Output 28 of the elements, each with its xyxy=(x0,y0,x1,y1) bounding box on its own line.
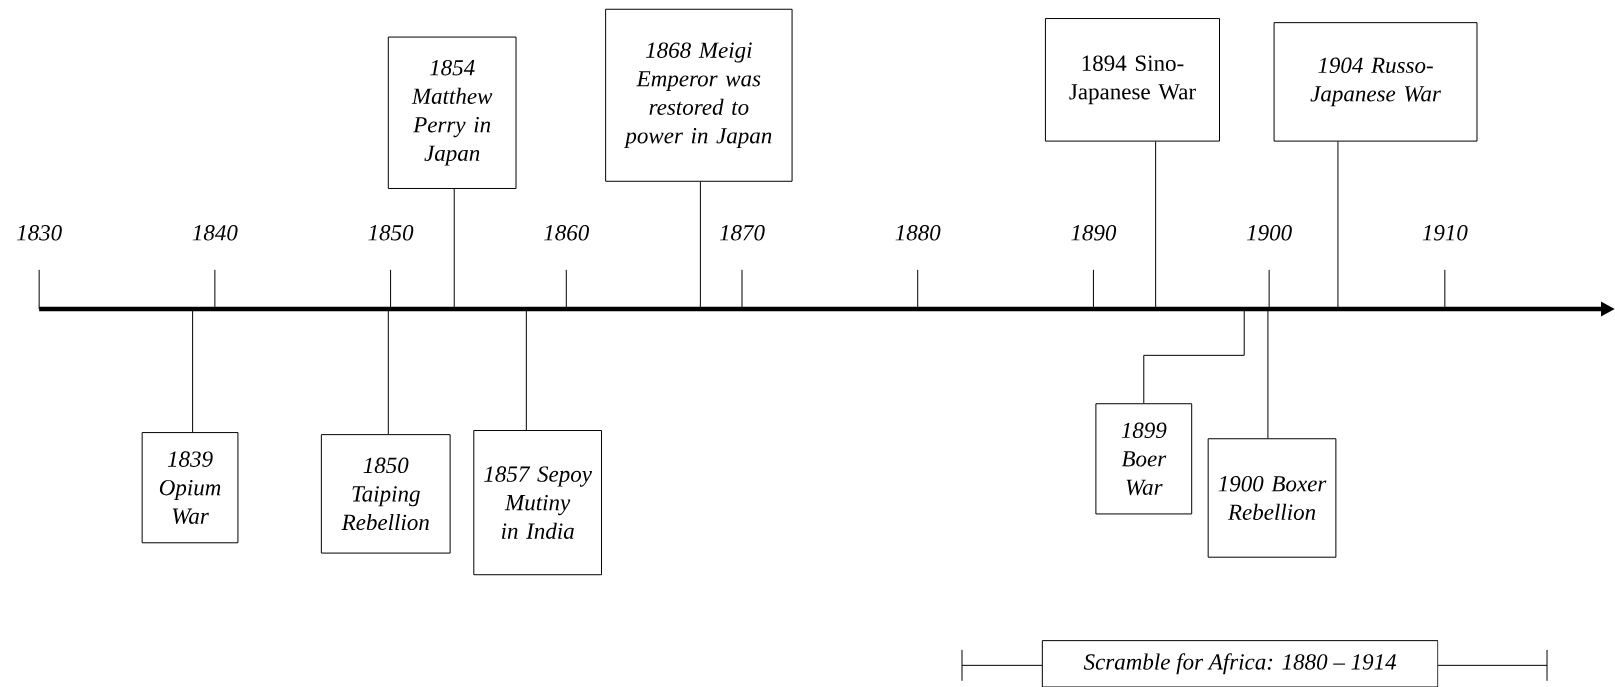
year-label: 1880 xyxy=(895,225,941,241)
event-box: 1894 Sino-Japanese War xyxy=(1044,18,1220,142)
year-label: 1870 xyxy=(719,225,765,241)
event-box: 1868 Meigi Emperor was restored to power in Japan xyxy=(605,8,793,182)
leader-line xyxy=(1155,141,1157,310)
year-label: 1840 xyxy=(192,225,238,241)
event-box: 1857 Sepoy Mutiny in India xyxy=(473,430,602,576)
event-box: Scramble for Africa: 1880 – 1914 xyxy=(1041,640,1439,687)
event-box: 1899 Boer War xyxy=(1095,403,1193,515)
leader-line xyxy=(453,188,455,310)
year-label: 1890 xyxy=(1071,225,1117,241)
event-box: 1904 Russo-Japanese War xyxy=(1273,22,1478,142)
year-label: 1900 xyxy=(1246,225,1292,241)
leader-line xyxy=(1143,308,1245,404)
leader-line xyxy=(387,308,389,435)
leader-line xyxy=(192,308,194,433)
leader-line xyxy=(525,308,527,431)
year-label: 1910 xyxy=(1422,225,1468,241)
event-box: 1900 Boxer Rebellion xyxy=(1207,438,1337,558)
leader-line xyxy=(1267,308,1269,439)
leader-line xyxy=(1337,141,1339,310)
year-label: 1830 xyxy=(16,225,62,241)
event-box: 1839 Opium War xyxy=(141,432,239,544)
year-label: 1850 xyxy=(368,225,414,241)
leader-line xyxy=(699,181,701,310)
year-label: 1860 xyxy=(544,225,589,241)
event-box: 1854 Matthew Perry in Japan xyxy=(387,36,517,189)
event-box: 1850 Taiping Rebellion xyxy=(320,434,451,554)
